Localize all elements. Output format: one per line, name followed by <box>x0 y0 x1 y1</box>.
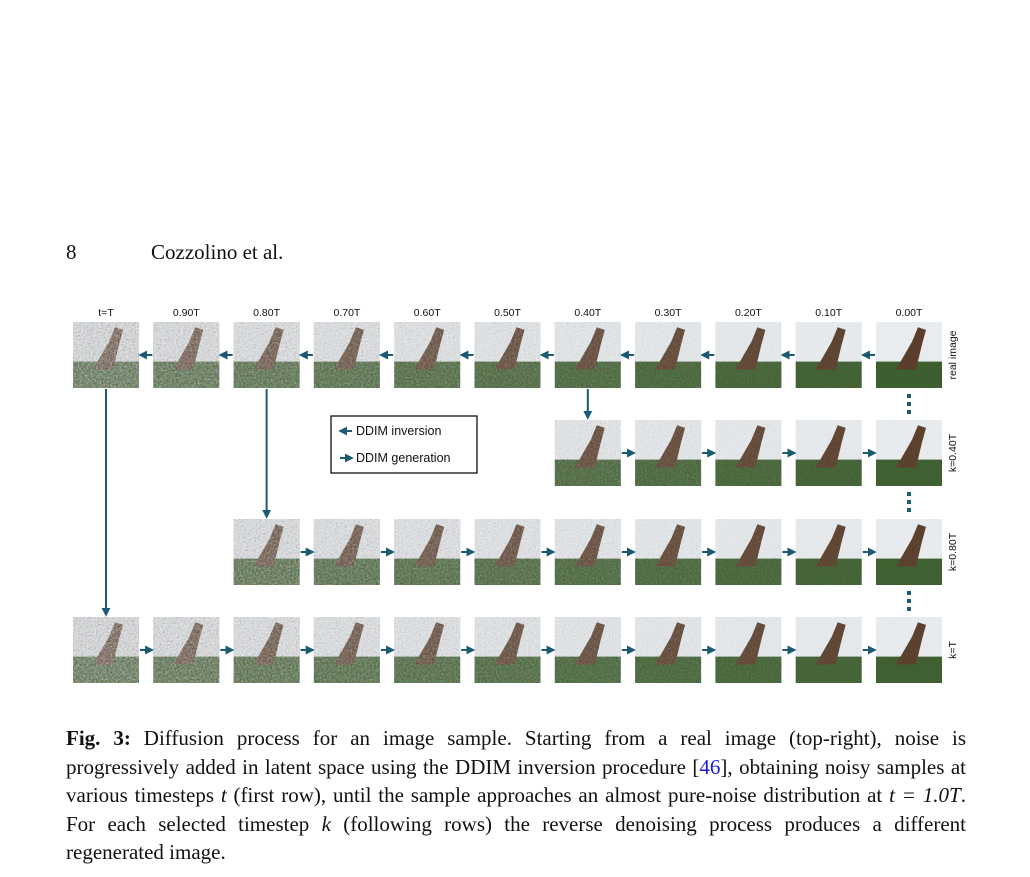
image-tile <box>715 519 782 585</box>
caption-text-5: (following rows) the reverse denoising p… <box>66 811 966 865</box>
image-tile <box>233 519 300 585</box>
caption-text-4: . For each selected timestep <box>66 783 966 836</box>
image-tile <box>474 322 541 388</box>
caption-label: Fig. 3: <box>66 726 131 750</box>
image-tile <box>554 322 621 388</box>
legend-inversion-label: DDIM inversion <box>356 424 441 438</box>
figure-canvas: t=T 0.90T 0.80T 0.70T 0.60T 0.50T 0.40T 0.30T 0.… <box>73 307 959 683</box>
caption-text-2: ], obtaining noisy samples at various ti… <box>66 754 966 808</box>
image-tile <box>554 519 621 585</box>
image-tile <box>474 519 541 585</box>
timestep-label: 0.00T <box>896 307 923 319</box>
row-label: k=0.80T <box>947 532 959 571</box>
timestep-label: 0.50T <box>494 307 521 319</box>
image-tile <box>715 617 782 683</box>
caption-reference-link[interactable]: 46 <box>699 754 721 779</box>
caption-text-3: (first row), until the sample approaches… <box>226 783 890 807</box>
timestep-label: 0.10T <box>815 307 842 319</box>
image-tile <box>635 617 702 683</box>
timestep-label: 0.40T <box>574 307 601 319</box>
image-tile <box>554 420 621 486</box>
image-tile <box>73 617 139 683</box>
image-tile <box>474 617 541 683</box>
image-tile <box>313 617 380 683</box>
timestep-label: t=T <box>98 307 114 319</box>
image-tile <box>554 617 621 683</box>
legend: DDIM inversion DDIM generation <box>330 415 478 474</box>
image-tile <box>715 420 782 486</box>
timestep-label: 0.90T <box>173 307 200 319</box>
image-tile <box>233 617 300 683</box>
image-tile <box>233 322 300 388</box>
image-tile <box>876 420 942 486</box>
timestep-label: 0.80T <box>253 307 280 319</box>
image-tile <box>715 322 782 388</box>
row-label: real image <box>947 330 959 379</box>
timestep-label: 0.30T <box>655 307 682 319</box>
image-tile <box>876 322 942 388</box>
image-tile <box>394 322 461 388</box>
image-tile <box>73 322 139 388</box>
caption-var-k: k <box>321 811 331 836</box>
image-tile <box>394 617 461 683</box>
image-tile <box>795 617 862 683</box>
image-tile <box>795 322 862 388</box>
page-number: 8 <box>66 240 77 264</box>
row-label: k=0.40T <box>947 433 959 472</box>
image-tile <box>635 322 702 388</box>
image-tile <box>876 617 942 683</box>
image-grid <box>73 322 942 683</box>
caption-text-1: Diffusion process for an image sample. S… <box>66 726 966 779</box>
image-tile <box>635 420 702 486</box>
timestep-label: 0.20T <box>735 307 762 319</box>
image-tile <box>394 519 461 585</box>
image-tile <box>313 322 380 388</box>
image-tile <box>635 519 702 585</box>
image-tile <box>876 519 942 585</box>
running-head: Cozzolino et al. <box>151 240 284 264</box>
timestep-label: 0.60T <box>414 307 441 319</box>
timestep-label: 0.70T <box>333 307 360 319</box>
image-tile <box>153 617 220 683</box>
image-tile <box>153 322 220 388</box>
caption-var-t: t <box>220 783 227 807</box>
row-label: k=T <box>947 641 959 659</box>
diffusion-figure: t=T 0.90T 0.80T 0.70T 0.60T 0.50T 0.40T 0.30T 0.… <box>0 290 1030 710</box>
caption-var-eq: t = 1.0T <box>889 783 961 807</box>
image-tile <box>795 519 862 585</box>
label-layer: t=T 0.90T 0.80T 0.70T 0.60T 0.50T 0.40T 0.30T 0.… <box>98 307 959 659</box>
arrow-layer <box>101 350 911 655</box>
image-tile <box>795 420 862 486</box>
legend-generation-label: DDIM generation <box>356 451 451 465</box>
figure-caption: Fig. 3: Diffusion process for an image s… <box>66 724 966 867</box>
image-tile <box>313 519 380 585</box>
